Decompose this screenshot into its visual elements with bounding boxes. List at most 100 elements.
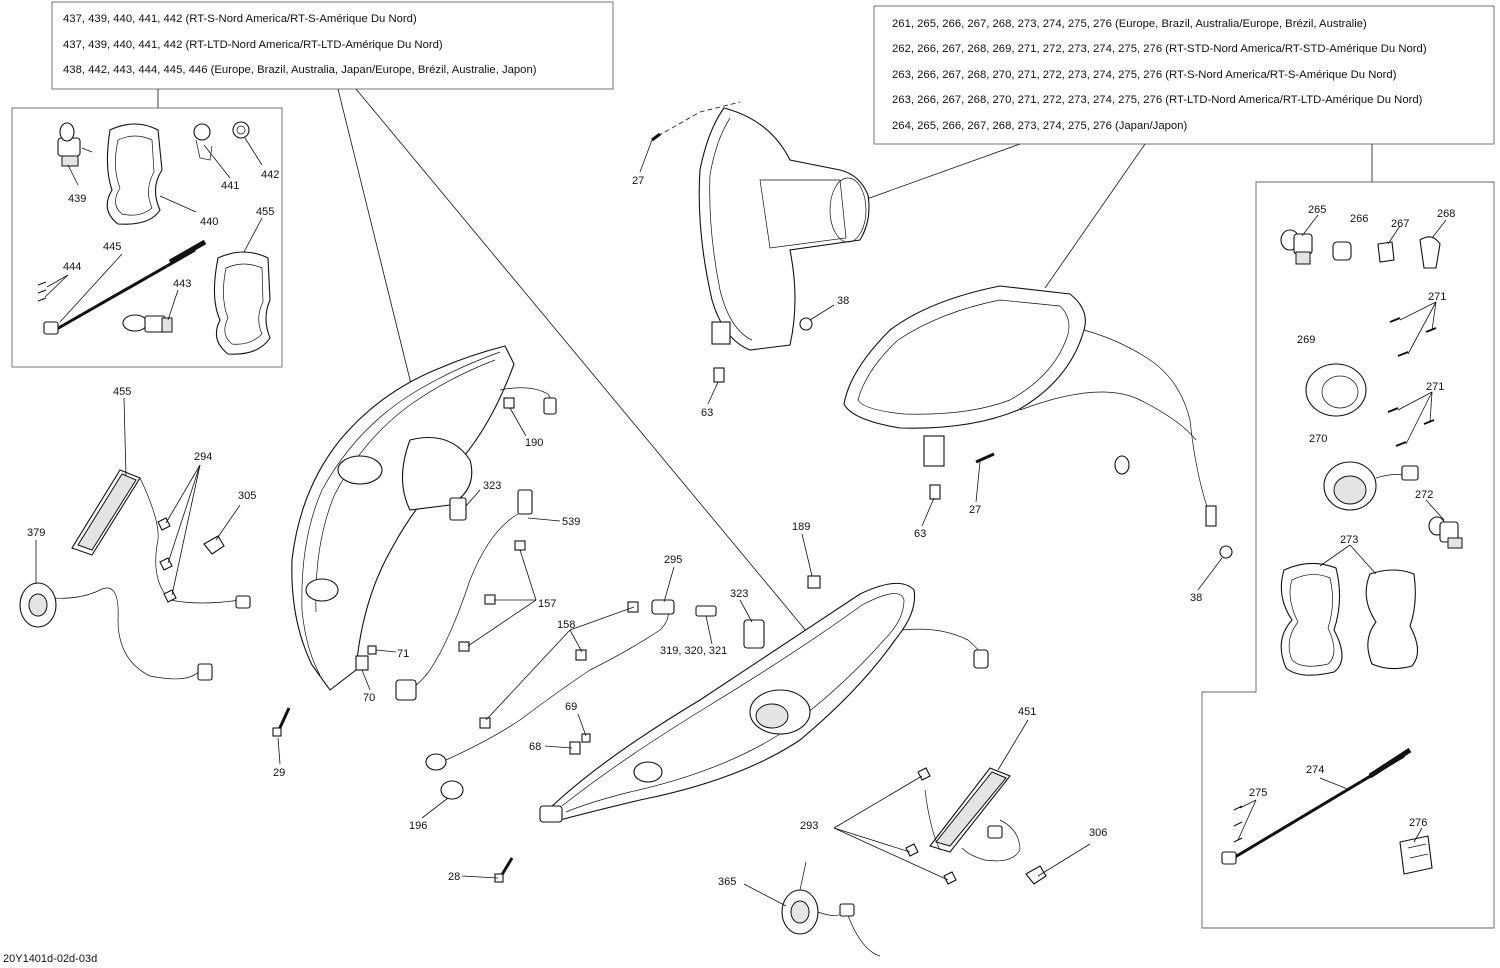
callout-379: 379 [27,527,45,539]
note-right-5: 264, 265, 266, 267, 268, 273, 274, 275, … [892,120,1187,132]
callout-196: 196 [409,820,427,832]
callout-189: 189 [792,521,810,533]
note-left-2: 437, 439, 440, 441, 442 (RT-LTD-Nord Ame… [63,39,443,51]
callout-71: 71 [397,648,409,660]
callout-442: 442 [261,169,279,181]
turn-signal-right [905,767,1047,885]
callout-455-inset: 455 [256,206,274,218]
screws-271-bottom [1387,407,1435,447]
harness-274 [1221,747,1412,865]
bulb-269 [1305,363,1367,417]
bulb-small-right [1114,455,1130,475]
headlight-left [291,345,557,691]
note-right-2: 262, 266, 267, 268, 269, 271, 272, 273, … [892,43,1427,55]
callout-267: 267 [1391,218,1409,230]
callout-439: 439 [68,193,86,205]
bulb-443 [122,314,173,333]
callout-38-right: 38 [1190,592,1202,604]
connector-323-right [743,619,765,649]
callout-272: 272 [1415,489,1433,501]
bulb-270 [1323,461,1419,511]
callout-295: 295 [664,554,682,566]
note-right-4: 263, 266, 267, 268, 270, 271, 272, 273, … [892,94,1423,106]
callout-445: 445 [103,241,121,253]
rubber-boot-455 [213,251,271,355]
callout-319-320-321: 319, 320, 321 [660,645,727,657]
callout-265: 265 [1308,204,1326,216]
callout-28: 28 [448,871,460,883]
note-box-right: 261, 265, 266, 267, 268, 273, 274, 275, … [873,5,1495,145]
callout-labels: 439 441 442 440 455 445 444 443 455 294 … [27,169,1455,888]
callout-271-bottom: 271 [1426,381,1444,393]
callout-440: 440 [200,216,218,228]
note-right-3: 263, 266, 267, 268, 270, 271, 272, 273, … [892,69,1397,81]
clip-267 [1377,241,1395,263]
callout-157: 157 [538,598,556,610]
nut-38-top [799,317,813,331]
callout-451: 451 [1018,706,1036,718]
screws-444 [37,281,47,302]
callout-276: 276 [1409,817,1427,829]
callout-leaders [35,137,1447,907]
callout-63-right: 63 [914,528,926,540]
callout-273: 273 [1340,534,1358,546]
rubber-boot-273 [1280,562,1343,676]
clip-441 [193,123,213,161]
headlight-bottom [539,582,989,823]
note-box-left: 437, 439, 440, 441, 442 (RT-S-Nord Ameri… [51,1,614,90]
note-leaders [157,88,1373,651]
harness-445 [43,239,207,335]
callout-323-right: 323 [730,588,748,600]
callout-266: 266 [1350,213,1368,225]
callout-27-right: 27 [969,504,981,516]
headlight-right [843,285,1233,559]
callout-365: 365 [718,876,736,888]
callout-69: 69 [565,701,577,713]
note-left-1: 437, 439, 440, 441, 442 (RT-S-Nord Ameri… [63,13,417,25]
screw-28 [494,857,514,883]
clip-63-right [929,484,941,500]
callout-269: 269 [1297,334,1315,346]
figure-id: 20Y1401d-02d-03d [3,953,97,965]
callout-444: 444 [63,261,81,273]
bulb-272 [1428,516,1463,549]
bulb-439 [57,122,93,167]
seal-273 [1365,569,1419,670]
connector-323-left [449,497,467,521]
note-right-1: 261, 265, 266, 267, 268, 273, 274, 275, … [892,18,1367,30]
nut-266 [1332,241,1352,261]
callout-63-top: 63 [701,407,713,419]
note-left-3: 438, 442, 443, 444, 445, 446 (Europe, Br… [63,64,537,76]
clip-189 [807,575,821,589]
callout-539: 539 [562,516,580,528]
turn-signal-left [19,469,251,681]
headlight-top [651,101,870,383]
bulb-265 [1280,229,1313,265]
callout-294: 294 [194,451,212,463]
callout-29: 29 [273,767,285,779]
callout-27-top: 27 [632,175,644,187]
screws-271-top [1389,317,1437,357]
clip-268 [1419,236,1441,269]
grommet-196 [440,780,464,800]
callout-70: 70 [363,692,375,704]
harness-539 [395,489,533,701]
screws-275 [1233,805,1243,843]
callout-38-top: 38 [837,295,849,307]
callout-158: 158 [557,619,575,631]
nut-38-right [1219,545,1233,559]
screw-27-right [975,452,995,464]
callout-68: 68 [529,741,541,753]
nut-442 [232,121,250,139]
connector-276 [1399,835,1433,875]
connector-319 [695,605,717,617]
clip-63-top [713,367,725,383]
connector-190 [503,397,515,409]
callout-190: 190 [525,437,543,449]
callout-455: 455 [113,386,131,398]
callout-270: 270 [1309,433,1327,445]
callout-441: 441 [221,180,239,192]
callout-293: 293 [800,820,818,832]
clip-69 [581,733,591,743]
callout-443: 443 [173,278,191,290]
